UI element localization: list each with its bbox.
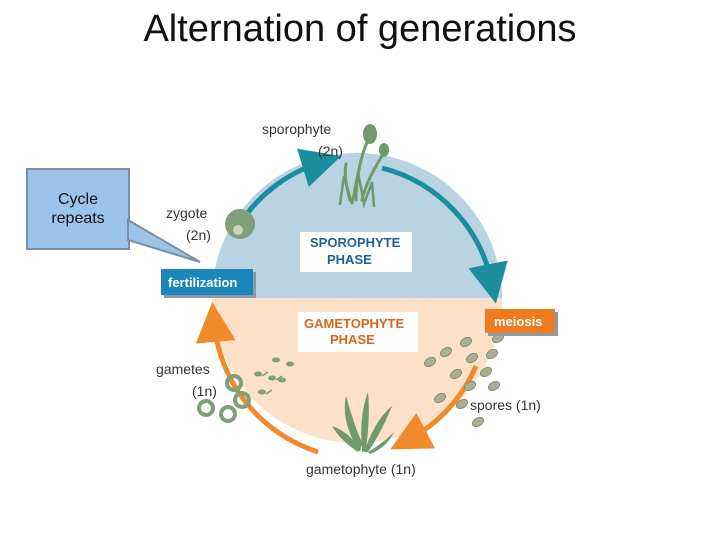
sporophyte-ploidy-label: (2n) bbox=[318, 143, 343, 159]
spores-label: spores (1n) bbox=[470, 397, 541, 413]
fertilization-label: fertilization bbox=[168, 275, 237, 290]
meiosis-box bbox=[485, 309, 555, 333]
gametophyte-plant-icon bbox=[332, 392, 394, 454]
gametophyte-phase-line1: GAMETOPHYTE bbox=[304, 316, 404, 331]
zygote-ploidy-label: (2n) bbox=[186, 227, 211, 243]
gametes-label: gametes bbox=[156, 361, 210, 377]
spores-to-gametophyte-arrow bbox=[390, 365, 479, 450]
callout-pointer bbox=[127, 218, 201, 263]
page-title: Alternation of generations bbox=[143, 8, 577, 50]
gametophyte-phase-region bbox=[212, 298, 502, 443]
zygote-cell-icon bbox=[225, 209, 255, 239]
gametes-icon bbox=[197, 357, 294, 423]
cycle-repeats-callout: Cycle repeats bbox=[26, 168, 130, 250]
zygote-label: zygote bbox=[166, 205, 207, 221]
gametophyte-phase-line2: PHASE bbox=[330, 332, 375, 347]
sporophyte-to-meiosis-arrow bbox=[381, 165, 508, 304]
sporophyte-label: sporophyte bbox=[262, 121, 331, 137]
gametes-ploidy-label: (1n) bbox=[192, 383, 217, 399]
gametophyte-phase-box bbox=[298, 312, 418, 352]
sporophyte-phase-line1: SPOROPHYTE bbox=[310, 235, 401, 250]
sporophyte-plant-icon bbox=[338, 124, 389, 209]
meiosis-label: meiosis bbox=[494, 314, 542, 329]
gametophyte-label: gametophyte (1n) bbox=[306, 461, 416, 477]
sporophyte-phase-line2: PHASE bbox=[327, 252, 372, 267]
callout-text: Cycle repeats bbox=[51, 191, 105, 227]
sporophyte-phase-box bbox=[300, 232, 412, 272]
fertilization-box bbox=[161, 269, 253, 295]
spores-icon bbox=[423, 332, 505, 428]
